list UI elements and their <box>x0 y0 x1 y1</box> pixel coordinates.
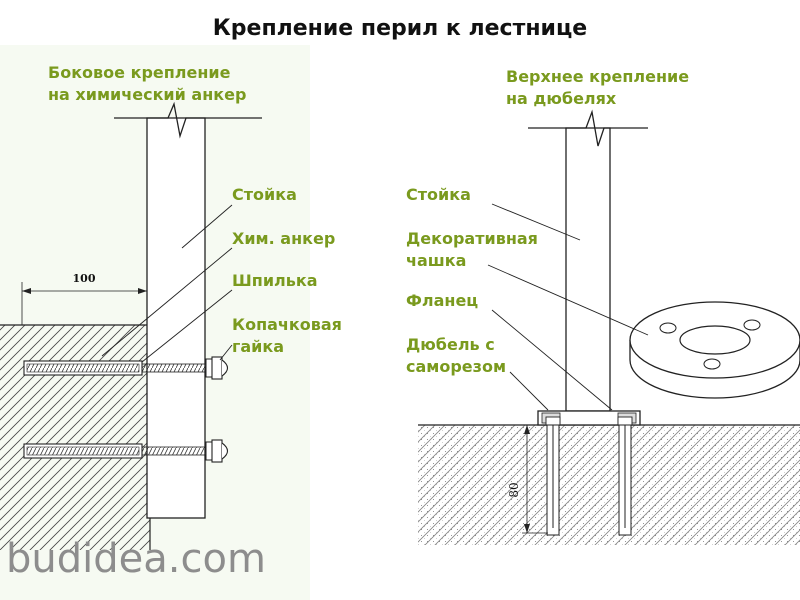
dim-label-80: 80 <box>507 482 521 497</box>
washer-1 <box>205 358 213 378</box>
leader-flange <box>491 309 613 411</box>
leader-cap-nut <box>219 344 233 361</box>
right-post-break-line <box>528 109 648 147</box>
dim-arrow-right <box>138 288 147 294</box>
left-post-break-line <box>114 101 262 139</box>
label-cap-nut: Копачковая гайка <box>232 314 342 358</box>
leader-dowel <box>509 371 549 411</box>
right-top-mount-drawing: 80 <box>418 109 800 545</box>
leader-right-post <box>491 203 581 241</box>
leader-stud <box>141 289 233 363</box>
flange-3d-hole-1 <box>659 322 677 334</box>
stud-through-post-2 <box>141 446 209 456</box>
cap-nut-hex-1 <box>211 356 223 380</box>
stud-thread-1 <box>26 363 140 373</box>
label-cap-nut-line-2: гайка <box>232 337 285 356</box>
label-flange: Фланец <box>406 291 479 310</box>
cap-nut-hex-2 <box>211 439 223 463</box>
stud-thread-2 <box>26 446 140 456</box>
left-heading-line-2: на химический анкер <box>48 85 247 104</box>
wall-hatch <box>0 325 150 550</box>
label-decorative-cup: Декоративная чашка <box>406 228 538 272</box>
stud-through-post-1 <box>141 363 209 373</box>
page-title: Крепление перил к лестнице <box>212 16 588 41</box>
label-left-post: Стойка <box>232 185 297 204</box>
dim80-arrow-bottom <box>524 524 530 533</box>
label-cap-nut-line-1: Копачковая <box>232 315 342 334</box>
label-stud: Шпилька <box>232 271 318 290</box>
leader-chem-anchor <box>101 247 233 357</box>
label-right-post: Стойка <box>406 185 471 204</box>
cap-nut-dome-2 <box>221 442 229 460</box>
left-heading-line-1: Боковое крепление <box>48 63 231 82</box>
left-heading: Боковое крепление на химический анкер <box>48 62 246 106</box>
right-post <box>565 127 611 412</box>
cap-nut-dome-1 <box>221 359 229 377</box>
leader-decorative-cup <box>487 264 649 336</box>
flange-3d-center-hole <box>679 325 751 355</box>
label-decorative-cup-line-1: Декоративная <box>406 229 538 248</box>
washer-2 <box>205 441 213 461</box>
right-heading-line-1: Верхнее крепление <box>506 67 690 86</box>
label-chem-anchor: Хим. анкер <box>232 229 336 248</box>
screw-head-left <box>545 416 561 426</box>
label-dowel-line-2: саморезом <box>406 357 507 376</box>
screw-head-right <box>617 416 633 426</box>
dim80-arrow-top <box>524 425 530 434</box>
label-dowel: Дюбель с саморезом <box>406 334 506 378</box>
left-side-mount-drawing: 100 <box>0 101 262 550</box>
floor-hatch <box>418 425 800 545</box>
dim-arrow-left <box>22 288 31 294</box>
leader-left-post <box>181 204 233 249</box>
right-heading: Верхнее крепление на дюбелях <box>506 66 689 110</box>
right-heading-line-2: на дюбелях <box>506 89 617 108</box>
flange-3d-hole-3 <box>703 358 721 370</box>
leader-lines <box>101 203 649 411</box>
label-dowel-line-1: Дюбель с <box>406 335 495 354</box>
label-decorative-cup-line-2: чашка <box>406 251 467 270</box>
flange-section <box>537 410 641 426</box>
watermark-text: budidea.com <box>6 536 266 582</box>
dim-label-100: 100 <box>73 272 96 285</box>
flange-3d-hole-2 <box>743 319 761 331</box>
